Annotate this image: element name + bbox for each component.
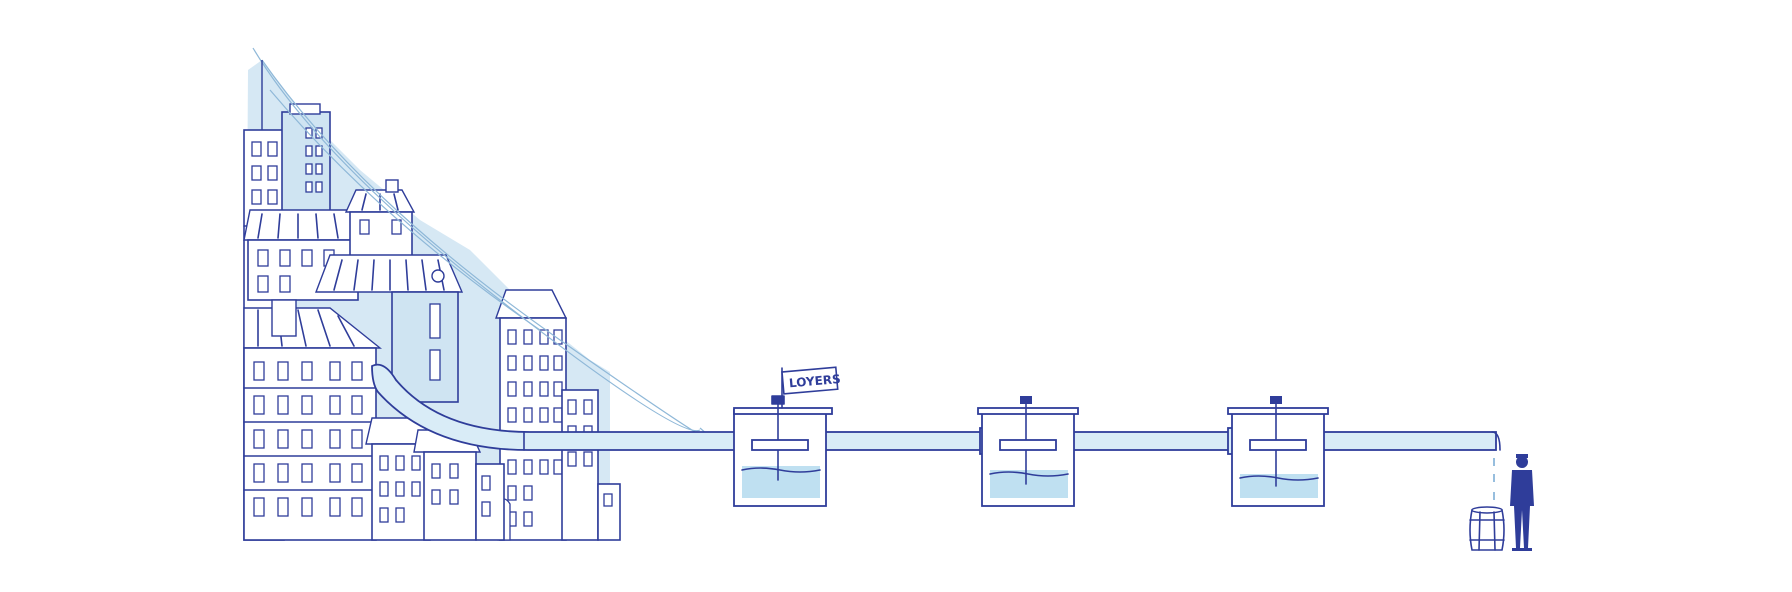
basin-2 [977, 396, 1079, 507]
pipe-segment-outlet [1305, 431, 1497, 451]
pipe-segment-1 [811, 431, 989, 451]
barrel [1469, 506, 1505, 551]
pipe-segment-2 [1059, 431, 1237, 451]
building-right-tall [495, 289, 568, 541]
building-far-right [561, 389, 621, 541]
basin-1: LOYERS [733, 366, 841, 507]
clock-icon [431, 269, 445, 283]
flag-banner [781, 366, 839, 395]
building-gable-house [344, 179, 416, 259]
building-tower-blue [281, 103, 331, 223]
person-figure [1510, 454, 1534, 551]
building-clock-tower [314, 254, 464, 403]
basin-3 [1227, 396, 1329, 507]
flag-label: LOYERS [788, 372, 841, 390]
city-buildings [243, 47, 715, 541]
building-bottom-left [243, 299, 382, 541]
